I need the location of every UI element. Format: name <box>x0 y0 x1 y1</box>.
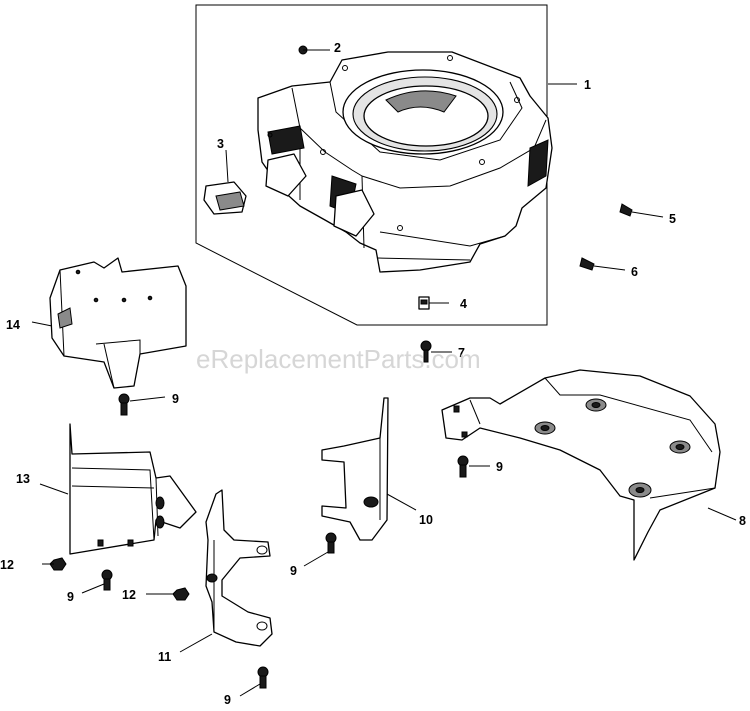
part-9-screw[interactable] <box>303 532 337 567</box>
part-9-screw[interactable] <box>457 455 490 478</box>
part-9-screw[interactable] <box>81 569 113 594</box>
part-7-screw[interactable] <box>420 340 452 363</box>
part-9-screw[interactable] <box>239 666 269 697</box>
callout-label-2: 2 <box>334 41 341 55</box>
part-2-screw[interactable] <box>298 45 330 55</box>
part-12-nut[interactable] <box>146 587 190 601</box>
part-4-clip[interactable] <box>418 296 449 310</box>
part-8-lower-baffle[interactable] <box>441 369 737 561</box>
part-3-baffle[interactable] <box>203 149 247 215</box>
callout-label-10: 10 <box>419 513 433 527</box>
callout-label-9: 9 <box>172 392 179 406</box>
part-9-screw[interactable] <box>118 393 166 416</box>
callout-label-6: 6 <box>631 265 638 279</box>
callout-label-11: 11 <box>158 650 171 664</box>
part-12-nut[interactable] <box>42 557 67 571</box>
callout-label-8: 8 <box>739 514 746 528</box>
part-6-screw[interactable] <box>579 257 626 271</box>
callout-label-13: 13 <box>16 472 30 486</box>
callout-label-9: 9 <box>496 460 503 474</box>
part-13-side-baffle[interactable] <box>39 423 197 555</box>
part-11-bracket[interactable] <box>179 489 273 653</box>
callout-label-9: 9 <box>67 590 74 604</box>
assembly-group-outline <box>195 4 548 326</box>
callout-label-7: 7 <box>458 346 465 360</box>
callout-label-3: 3 <box>217 137 224 151</box>
callout-label-12: 12 <box>122 588 136 602</box>
callout-label-9: 9 <box>290 564 297 578</box>
callout-label-14: 14 <box>6 318 20 332</box>
part-10-bracket[interactable] <box>321 397 417 541</box>
callout-label-12: 12 <box>0 558 14 572</box>
watermark: eReplacementParts.com <box>196 344 481 374</box>
part-14-baffle[interactable] <box>31 257 187 389</box>
callout-label-1: 1 <box>584 78 591 92</box>
blower-housing[interactable] <box>257 51 553 273</box>
callout-label-4: 4 <box>460 297 467 311</box>
part-5-screw[interactable] <box>619 203 664 218</box>
callout-label-9: 9 <box>224 693 231 707</box>
callout-label-5: 5 <box>669 212 676 226</box>
